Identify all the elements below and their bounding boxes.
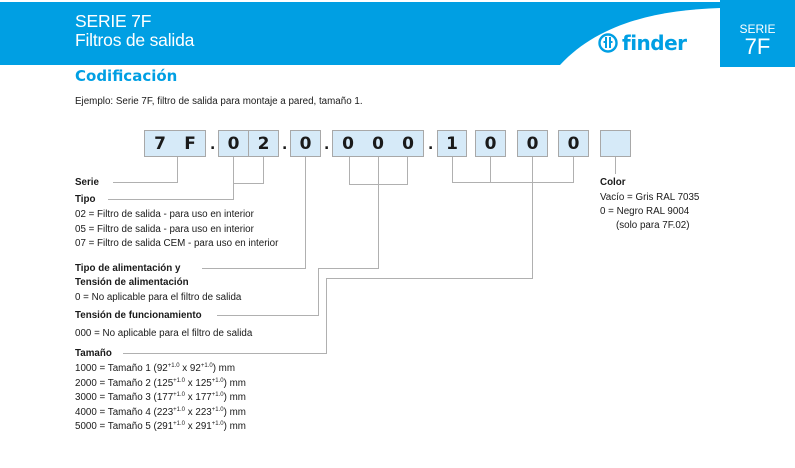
legend-tamano-item: 2000 = Tamaño 2 (125+1.0 x 125+1.0) mm: [75, 377, 246, 389]
size-tolerance: +1.0: [200, 363, 213, 369]
code-char: 0: [342, 133, 354, 154]
size-code: 1000: [75, 363, 97, 374]
size-height: 223: [195, 406, 212, 418]
finder-logo: finder: [598, 33, 687, 53]
code-char: 0: [484, 133, 497, 154]
code-char: 0: [227, 133, 240, 154]
size-code: 4000: [75, 406, 97, 418]
finder-logo-icon: [598, 33, 618, 53]
legend-tipo-title: Tipo: [75, 194, 96, 205]
code-box-serie: 7 F: [144, 130, 206, 157]
size-label: Tamaño 1: [107, 363, 151, 374]
code-char: 0: [526, 133, 539, 154]
series-badge-value: 7F: [744, 34, 771, 59]
size-tolerance: +1.0: [173, 406, 186, 413]
size-code: 3000: [75, 392, 97, 403]
title-line-1: SERIE 7F: [75, 11, 152, 31]
code-char: 0: [567, 133, 580, 154]
code-box-tipo-1: 0: [218, 130, 249, 157]
size-tolerance: +1.0: [173, 377, 186, 384]
series-badge-label: SERIE: [739, 22, 776, 36]
size-width: 125: [156, 377, 174, 389]
connector-alimentacion: [202, 157, 306, 269]
code-box-funcionamiento: 0 0 0: [332, 130, 424, 157]
code-box-alimentacion: 0: [290, 130, 321, 157]
size-unit: mm: [229, 377, 246, 389]
legend-serie-title: Serie: [75, 177, 99, 188]
code-separator: .: [324, 137, 330, 153]
legend-alimentacion-title-2: Tensión de alimentación: [75, 277, 189, 288]
code-separator: .: [282, 137, 288, 153]
legend-tamano-item: 3000 = Tamaño 3 (177+1.0 x 177+1.0) mm: [75, 392, 246, 403]
legend-tipo-item: 02 = Filtro de salida - para uso en inte…: [75, 209, 254, 220]
legend-color-item: Vacío = Gris RAL 7035: [600, 192, 700, 203]
code-char: 0: [402, 133, 414, 154]
size-tolerance: +1.0: [211, 421, 224, 427]
code-char: 0: [299, 133, 312, 154]
series-badge: SERIE 7F: [720, 0, 795, 67]
size-width: 92: [156, 363, 168, 374]
size-code: 2000: [75, 377, 97, 389]
size-label: Tamaño 2: [107, 377, 151, 389]
size-width: 291: [156, 421, 174, 432]
size-tolerance: +1.0: [211, 377, 224, 384]
connector-funcionamiento: [217, 157, 408, 316]
code-char: 7: [154, 133, 166, 154]
code-char: 1: [446, 133, 458, 154]
size-tolerance: +1.0: [173, 421, 186, 427]
size-label: Tamaño 5: [107, 421, 151, 432]
size-tolerance: +1.0: [167, 363, 180, 369]
size-unit: mm: [229, 421, 246, 432]
code-box-tamano-4: 0: [558, 130, 589, 157]
legend-tipo-item: 07 = Filtro de salida CEM - para uso en …: [75, 238, 279, 249]
legend-funcionamiento-title: Tensión de funcionamiento: [75, 310, 202, 321]
brand-name: finder: [622, 31, 687, 55]
size-code: 5000: [75, 421, 97, 432]
code-char: 0: [372, 133, 384, 154]
size-unit: mm: [218, 363, 235, 374]
size-unit: mm: [229, 406, 246, 418]
code-box-color: [600, 130, 631, 157]
code-separator: .: [428, 137, 434, 153]
code-separator: .: [210, 137, 216, 153]
size-height: 92: [189, 363, 201, 374]
code-char: 2: [257, 133, 270, 154]
size-tolerance: +1.0: [173, 392, 186, 398]
legend-tamano-item: 5000 = Tamaño 5 (291+1.0 x 291+1.0) mm: [75, 421, 246, 432]
legend-color-item: (solo para 7F.02): [616, 220, 690, 231]
legend-color-title: Color: [600, 177, 626, 188]
size-label: Tamaño 3: [107, 392, 151, 403]
legend-color-item: 0 = Negro RAL 9004: [600, 206, 690, 217]
code-box-tipo-2: 2: [248, 130, 279, 157]
size-width: 223: [156, 406, 174, 418]
header-white-curve: [560, 8, 720, 65]
size-label: Tamaño 4: [107, 406, 151, 418]
size-unit: mm: [229, 392, 246, 403]
legend-tipo-item: 05 = Filtro de salida - para uso en inte…: [75, 224, 254, 235]
size-height: 291: [195, 421, 212, 432]
code-box-tamano-2: 0: [475, 130, 506, 157]
legend-alimentacion-title-1: Tipo de alimentación y: [75, 263, 181, 274]
example-text: Ejemplo: Serie 7F, filtro de salida para…: [75, 96, 363, 107]
connector-tamano: [123, 157, 574, 354]
connector-tipo: [108, 157, 264, 200]
legend-alimentacion-item: 0 = No aplicable para el filtro de salid…: [75, 292, 242, 303]
code-char: F: [184, 133, 196, 154]
legend-tamano-item: 1000 = Tamaño 1 (92+1.0 x 92+1.0) mm: [75, 363, 235, 374]
size-tolerance: +1.0: [211, 406, 224, 413]
code-box-tamano-3: 0: [517, 130, 548, 157]
connector-serie: [113, 157, 178, 183]
size-height: 125: [195, 377, 212, 389]
size-height: 177: [195, 392, 212, 403]
legend-funcionamiento-item: 000 = No aplicable para el filtro de sal…: [75, 328, 253, 339]
size-width: 177: [156, 392, 174, 403]
header-banner: SERIE 7F Filtros de salida finder: [0, 2, 720, 65]
section-title: Codificación: [75, 67, 178, 85]
size-tolerance: +1.0: [211, 392, 224, 398]
code-box-tamano-1: 1: [437, 130, 467, 157]
title-line-2: Filtros de salida: [75, 30, 195, 50]
legend-tamano-title: Tamaño: [75, 348, 112, 359]
page-title: SERIE 7F Filtros de salida: [75, 12, 194, 50]
legend-tamano-item: 4000 = Tamaño 4 (223+1.0 x 223+1.0) mm: [75, 406, 246, 418]
